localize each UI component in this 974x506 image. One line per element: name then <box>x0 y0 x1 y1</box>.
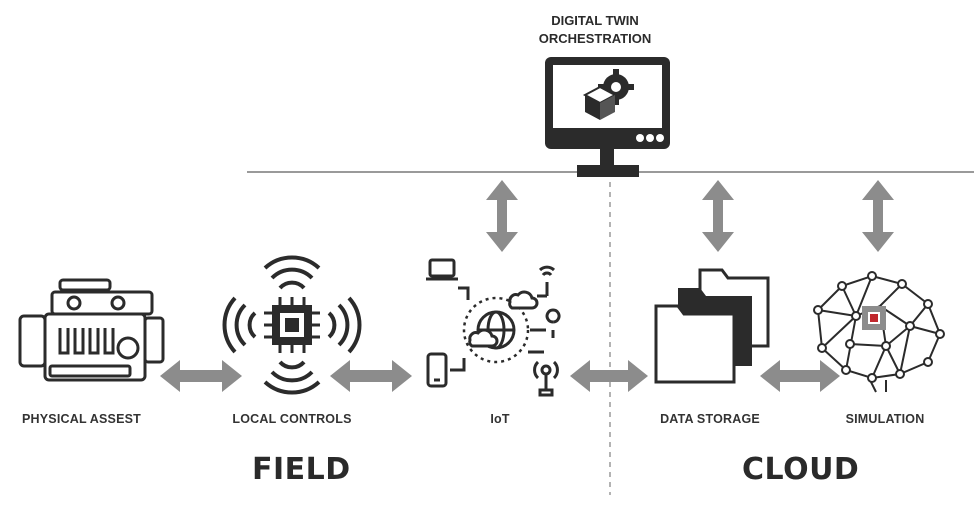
chip-icon <box>222 255 362 395</box>
engine-icon <box>18 278 165 382</box>
field-zone-label: FIELD <box>252 452 351 487</box>
data-storage-label: DATA STORAGE <box>660 412 760 426</box>
laptop-icon <box>428 258 456 278</box>
horizontal-arrows <box>160 360 840 392</box>
location-pin-icon <box>545 308 561 338</box>
wireless-signal-icon <box>222 255 362 395</box>
storage-bus-arrow <box>702 180 734 252</box>
simulation-bus-arrow <box>862 180 894 252</box>
local-controls-label: LOCAL CONTROLS <box>232 412 352 426</box>
orchestration-title: DIGITAL TWIN ORCHESTRATION <box>520 12 670 48</box>
wifi-icon <box>538 265 556 277</box>
smartphone-icon <box>426 352 448 388</box>
orchestration-title-line1: DIGITAL TWIN <box>551 13 639 28</box>
cloud-icon-2 <box>508 290 539 310</box>
orchestration-title-line2: ORCHESTRATION <box>538 31 652 46</box>
cloud-icon <box>468 328 499 348</box>
folder-icon <box>654 268 770 384</box>
vertical-arrows <box>486 180 894 252</box>
iot-cluster-icon <box>426 258 561 397</box>
iot-storage-arrow <box>570 360 648 392</box>
cloud-zone-label: CLOUD <box>742 452 860 487</box>
simulation-label: SIMULATION <box>845 412 925 426</box>
controls-iot-arrow <box>330 360 412 392</box>
physical-asset-label: PHYSICAL ASSEST <box>22 412 141 426</box>
asset-controls-arrow <box>160 360 242 392</box>
network-brain-icon <box>813 271 945 393</box>
box-icon <box>582 85 618 120</box>
antenna-icon <box>540 364 552 376</box>
monitor-icon <box>545 57 670 177</box>
iot-label: IoT <box>490 412 510 426</box>
iot-bus-arrow <box>486 180 518 252</box>
storage-simulation-arrow <box>760 360 840 392</box>
